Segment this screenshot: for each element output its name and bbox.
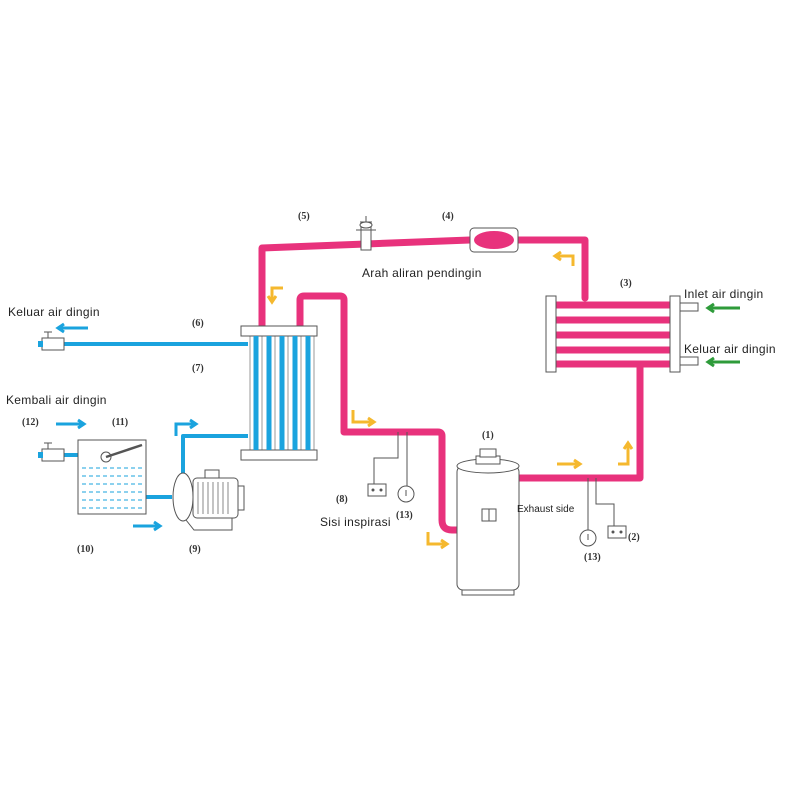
condenser — [545, 295, 699, 373]
refrigerant-loop — [258, 236, 674, 534]
arrow-right-icon — [133, 520, 163, 532]
sight-glass — [469, 227, 519, 253]
cold-water-out-label: Keluar air dingin — [8, 305, 100, 319]
exhaust-side-label: Exhaust side — [517, 504, 575, 515]
cold-air-inlet-label: Inlet air dingin — [684, 287, 764, 301]
coolant-flow-label: Arah aliran pendingin — [362, 266, 482, 280]
air-flow-arrows — [705, 302, 740, 368]
water-lines — [60, 342, 248, 499]
label-float-number: (11) — [112, 417, 128, 428]
cold-water-return-label: Kembali air dingin — [6, 393, 107, 407]
label-suction-gauge-number: (13) — [396, 510, 413, 521]
label-exhaust-gauge-number: (13) — [584, 552, 601, 563]
arrow-right-icon — [174, 418, 199, 436]
label-tank-number: (10) — [77, 544, 94, 555]
label-condenser-number: (3) — [620, 278, 632, 289]
compressor — [456, 448, 520, 596]
flow-arrow-icon — [351, 410, 377, 428]
label-exhaust-switch-number: (2) — [628, 532, 640, 543]
label-compressor-number: (1) — [482, 430, 494, 441]
water-pump — [172, 469, 245, 531]
return-valve — [38, 442, 65, 462]
expansion-valve — [356, 216, 376, 251]
arrow-right-icon — [56, 418, 87, 430]
label-outlet-number: (6) — [192, 318, 204, 329]
refrigerant-flow-arrows — [266, 250, 634, 550]
water-line-return — [181, 434, 248, 474]
outlet-valve — [38, 331, 65, 351]
cold-air-out-label: Keluar air dingin — [684, 342, 776, 356]
label-suction-switch-number: (8) — [336, 494, 348, 505]
flow-arrow-icon — [557, 458, 583, 470]
water-flow-arrows — [55, 322, 199, 532]
flow-arrow-icon — [426, 532, 450, 550]
evaporator — [240, 325, 318, 461]
flow-arrow-icon — [266, 286, 283, 305]
water-tank — [77, 439, 147, 515]
flow-arrow-icon — [552, 250, 575, 266]
arrow-left-icon — [55, 322, 88, 334]
exhaust-pressure-switch — [579, 478, 627, 547]
label-pump-number: (9) — [189, 544, 201, 555]
label-expansion-valve-number: (5) — [298, 211, 310, 222]
flow-arrow-icon — [618, 440, 634, 466]
arrow-left-icon — [705, 356, 740, 368]
suction-pressure-switch — [367, 432, 415, 503]
condenser-coils — [551, 301, 674, 368]
refrigerant-line-suction — [296, 292, 464, 534]
refrigerant-line-top — [258, 236, 589, 332]
label-return-valve-number: (12) — [22, 417, 39, 428]
refrigerant-line-exhaust — [514, 361, 644, 482]
label-sight-glass-number: (4) — [442, 211, 454, 222]
suction-side-label: Sisi inspirasi — [320, 515, 391, 529]
label-evaporator-number: (7) — [192, 363, 204, 374]
arrow-left-icon — [705, 302, 740, 314]
